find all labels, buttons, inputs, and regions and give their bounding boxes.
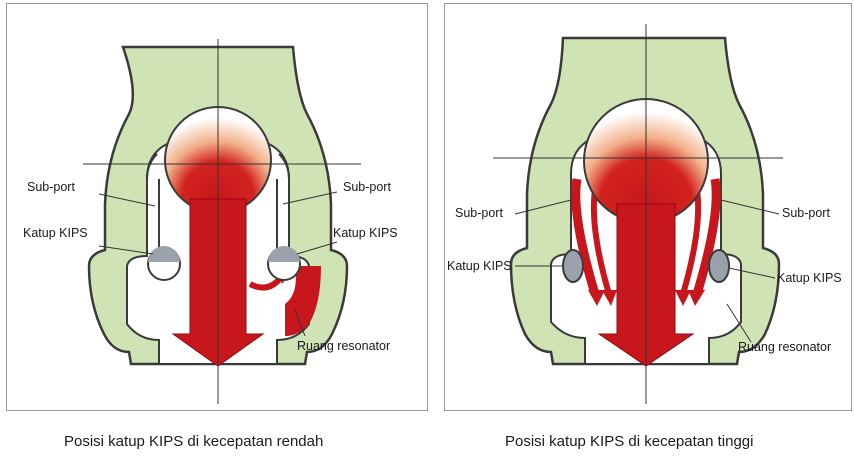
label-ruang-resonator: Ruang resonator [297,339,390,353]
label-katup-kips-left: Katup KIPS [447,259,512,273]
label-sub-port-right: Sub-port [343,180,391,194]
label-sub-port-right: Sub-port [782,206,830,220]
label-katup-kips-right: Katup KIPS [333,226,398,240]
label-sub-port-left: Sub-port [455,206,503,220]
diagram-panel-low-speed: Sub-port Sub-port Katup KIPS Katup KIPS … [6,3,428,411]
caption-low-speed: Posisi katup KIPS di kecepatan rendah [64,433,323,450]
label-katup-kips-right: Katup KIPS [777,271,842,285]
label-katup-kips-left: Katup KIPS [23,226,88,240]
diagram-panel-high-speed: Sub-port Sub-port Katup KIPS Katup KIPS … [444,3,852,411]
label-sub-port-left: Sub-port [27,180,75,194]
label-ruang-resonator: Ruang resonator [738,340,831,354]
kips-valve-left [563,250,583,282]
caption-high-speed: Posisi katup KIPS di kecepatan tinggi [505,433,753,450]
kips-valve-right [709,250,729,282]
